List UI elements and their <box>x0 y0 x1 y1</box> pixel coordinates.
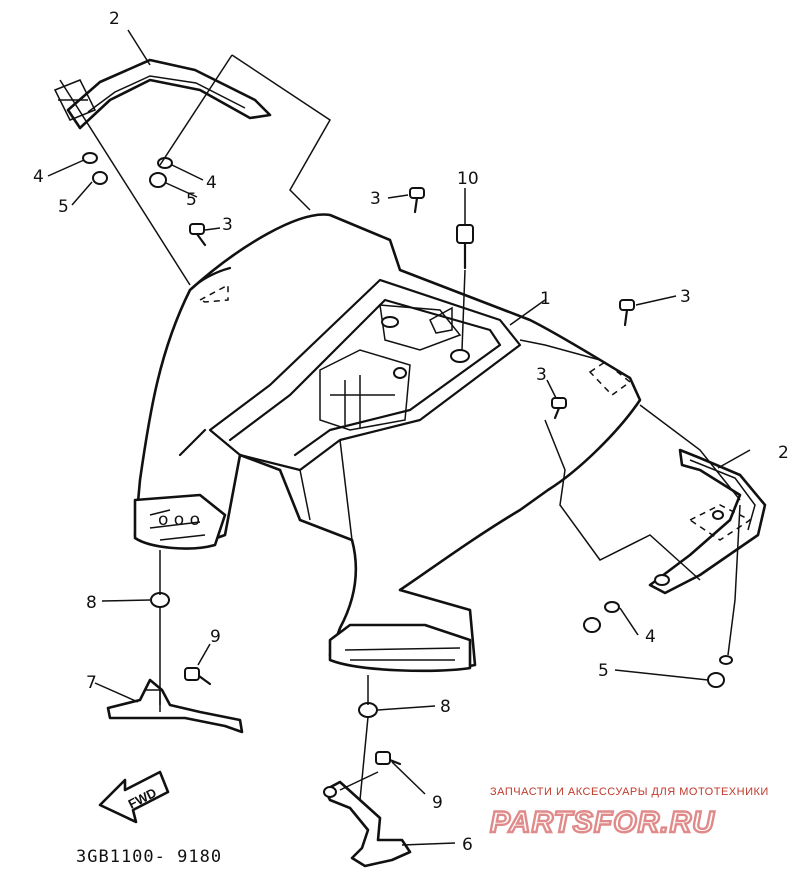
callout-3-left: 3 <box>222 215 233 235</box>
callout-4-left2: 4 <box>206 173 217 193</box>
washer-4-left2 <box>157 157 173 169</box>
grommet-8-left <box>150 592 170 608</box>
footrest-left-marks: o o o <box>158 510 200 530</box>
callout-5-right: 5 <box>598 661 609 681</box>
callout-5-left2: 5 <box>186 190 197 210</box>
washer-4-left <box>82 152 98 164</box>
washer-4-right2 <box>719 655 733 665</box>
callout-3-right: 3 <box>680 287 691 307</box>
bolt-3-top <box>409 187 425 199</box>
watermark: ЗАПЧАСТИ И АКСЕССУАРЫ ДЛЯ МОТОТЕХНИКИ PA… <box>489 786 769 840</box>
callout-7: 7 <box>86 673 97 693</box>
nut-5-left2 <box>149 172 167 188</box>
callout-3-top: 3 <box>370 189 381 209</box>
callout-5-left: 5 <box>58 197 69 217</box>
bolt-3-right <box>619 299 635 311</box>
callout-1: 1 <box>540 289 551 309</box>
left-flap <box>53 58 272 130</box>
drawing-code: 3GB1100- 9180 <box>76 847 222 867</box>
bolt-3-left <box>189 223 205 235</box>
callout-8-mid: 8 <box>440 697 451 717</box>
grommet-8-mid <box>358 702 378 718</box>
bolt-9-mid <box>375 751 391 765</box>
callout-4-right: 4 <box>645 627 656 647</box>
nut-5-left <box>92 171 108 185</box>
nut-5-right <box>583 617 601 633</box>
callout-6: 6 <box>462 835 473 855</box>
front-fender: o o o <box>133 213 642 673</box>
callout-9-mid: 9 <box>432 793 443 813</box>
callouts: 2 2 1 3 3 3 3 10 4 4 5 5 4 5 8 8 9 9 7 6 <box>33 9 789 855</box>
watermark-tagline: ЗАПЧАСТИ И АКСЕССУАРЫ ДЛЯ МОТОТЕХНИКИ <box>490 786 769 798</box>
bolt-10 <box>456 224 474 244</box>
callout-3-mid: 3 <box>536 365 547 385</box>
fwd-arrow: FWD <box>98 770 170 824</box>
washer-4-right <box>604 601 620 613</box>
bracket-6 <box>323 780 412 868</box>
right-flap <box>648 448 767 595</box>
fasteners <box>82 152 733 766</box>
bolt-9-left <box>184 667 200 681</box>
callout-4-left: 4 <box>33 167 44 187</box>
callout-2-left: 2 <box>109 9 120 29</box>
callout-2-right: 2 <box>778 443 789 463</box>
nut-5-right2 <box>707 672 725 688</box>
leader-lines <box>47 29 751 846</box>
callout-10: 10 <box>457 169 479 189</box>
bracket-7 <box>106 678 244 734</box>
callout-8-left: 8 <box>86 593 97 613</box>
callout-9-left: 9 <box>210 627 221 647</box>
watermark-logo: PARTSFOR.RU <box>490 806 715 839</box>
bolt-3-mid <box>551 397 567 409</box>
